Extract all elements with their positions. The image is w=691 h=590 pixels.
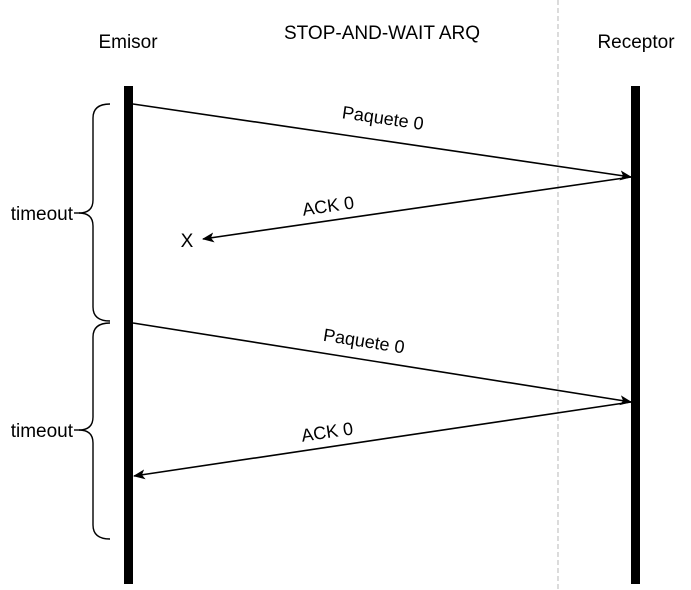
timeout-brace-2 <box>78 322 111 540</box>
lost-marker: X <box>181 231 194 252</box>
participant-label-sender: Emisor <box>98 32 158 53</box>
message-arrow-ack-1 <box>202 176 632 243</box>
timeout-label-1: timeout <box>11 204 74 225</box>
message-arrow-packet-1 <box>132 103 632 181</box>
lifeline-sender <box>124 86 133 584</box>
message-label-packet-2: Paquete 0 <box>322 325 406 358</box>
diagram-title: STOP-AND-WAIT ARQ <box>284 23 480 44</box>
message-label-ack-2: ACK 0 <box>300 418 354 445</box>
timeout-brace-1 <box>78 103 111 322</box>
message-arrow-ack-2 <box>133 401 632 480</box>
lifeline-receiver <box>631 86 640 584</box>
message-arrow-packet-2 <box>132 322 632 406</box>
timeout-label-2: timeout <box>11 421 74 442</box>
message-label-packet-1: Paquete 0 <box>341 102 425 134</box>
message-label-ack-1: ACK 0 <box>301 192 355 219</box>
participant-label-receiver: Receptor <box>597 32 675 53</box>
